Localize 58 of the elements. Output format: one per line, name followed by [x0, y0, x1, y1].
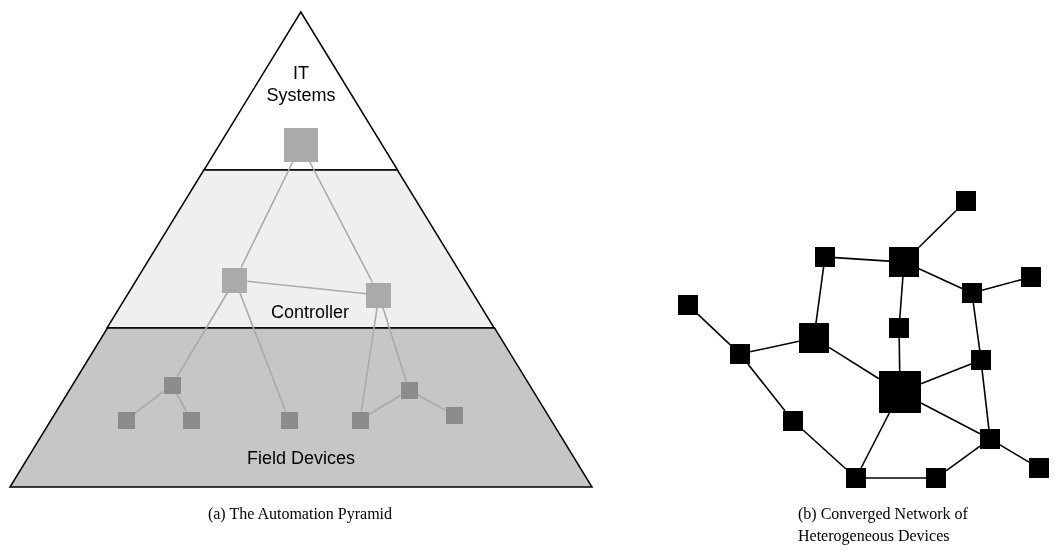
connector-line [815, 266, 825, 324]
connector-line [981, 278, 1022, 292]
network-node [926, 468, 946, 488]
network-node [980, 429, 1000, 449]
connector-line [920, 402, 981, 435]
network-node [783, 411, 803, 431]
pyramid-layer [204, 12, 398, 170]
connector-line [834, 256, 890, 262]
connector-line [176, 291, 229, 378]
connector-line [749, 340, 800, 353]
connector-line [175, 392, 188, 413]
figure-caption: (a) The Automation Pyramid [206, 504, 394, 525]
network-node [956, 191, 976, 211]
connector-line [747, 363, 786, 412]
connector-line [309, 161, 374, 284]
network-node [846, 468, 866, 488]
connector-line [382, 306, 408, 383]
connector-line [920, 363, 972, 385]
network-node [815, 247, 835, 267]
connector-line [240, 161, 294, 269]
connector-line [860, 412, 891, 469]
connector-line [945, 445, 981, 472]
connector-line [416, 393, 447, 412]
connector-line [899, 276, 904, 319]
network-node [889, 247, 919, 277]
layer-label: Controller [269, 301, 350, 323]
network-node [962, 283, 982, 303]
connector-line [367, 394, 402, 416]
connector-line [239, 291, 287, 413]
pyramid-layer [107, 170, 495, 328]
connector-line [133, 390, 165, 415]
connector-line [972, 302, 981, 351]
connector-line [918, 268, 963, 290]
device-square [284, 128, 318, 162]
connector-line [697, 313, 731, 346]
pyramid-layer [10, 328, 592, 487]
connector-line [981, 369, 990, 430]
connector-line [865, 477, 927, 479]
network-node [889, 318, 909, 338]
connector-line [918, 210, 957, 248]
network-node [1021, 267, 1041, 287]
network-node [799, 323, 829, 353]
network-node [678, 295, 698, 315]
network-node [730, 344, 750, 364]
layer-label: Field Devices [245, 447, 356, 469]
network-node [1029, 458, 1049, 478]
connector-line [802, 429, 847, 470]
connector-line [898, 337, 901, 372]
figure-caption: (b) Converged Network of Heterogeneous Devices [798, 504, 969, 547]
connector-line [828, 346, 880, 380]
connector-line [999, 444, 1030, 463]
connector-line [246, 280, 368, 295]
connector-line [360, 306, 378, 413]
device-square [222, 267, 248, 293]
network-node [879, 371, 921, 413]
device-square [366, 282, 392, 308]
layer-label: IT Systems [265, 62, 337, 106]
network-node [971, 350, 991, 370]
